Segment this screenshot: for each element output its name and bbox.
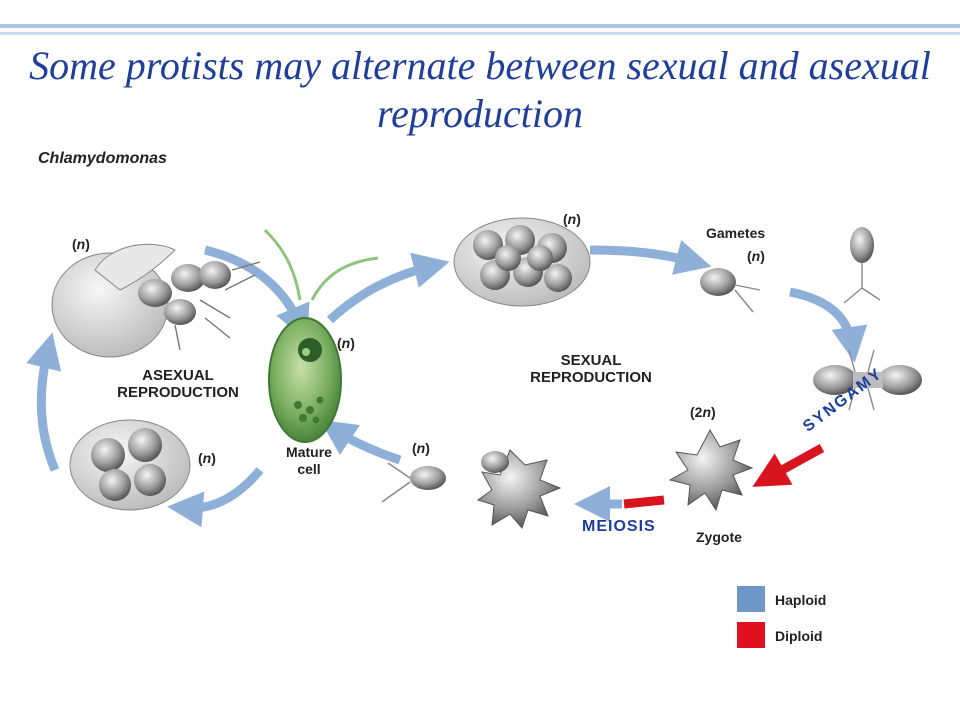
arrow-to-gametes xyxy=(589,239,712,275)
gametes-label: Gametes xyxy=(706,225,766,241)
arrow-release-to-mature-2 xyxy=(320,420,402,465)
asexual-label-line1: ASEXUAL xyxy=(142,367,214,384)
mature-cell-label: Mature cell xyxy=(273,444,345,478)
asexual-label: ASEXUAL REPRODUCTION xyxy=(98,367,258,401)
arrow-meiosis-red xyxy=(623,495,665,509)
legend-haploid-swatch xyxy=(737,586,765,612)
header-rule-thin xyxy=(0,32,960,35)
sexual-label-line2: REPRODUCTION xyxy=(530,369,652,386)
meiosis-label: MEIOSIS xyxy=(582,518,656,535)
ploidy-label-gametes: (n) xyxy=(747,248,765,264)
ploidy-label-zygote: (2n) xyxy=(690,404,716,420)
arrow-release-to-mature xyxy=(203,245,310,342)
legend-diploid-swatch xyxy=(737,622,765,648)
opened-capsule xyxy=(51,243,261,358)
asexual-cycle-arrows xyxy=(26,245,310,528)
slide-title: Some protists may alternate between sexu… xyxy=(29,43,931,136)
released-cells xyxy=(381,449,562,529)
mature-label-line2: cell xyxy=(297,461,321,477)
ploidy-label-bottom-left: (n) xyxy=(198,450,216,466)
fusing-gametes xyxy=(813,349,922,411)
organism-label: Chlamydomonas xyxy=(38,150,167,167)
zygote-label: Zygote xyxy=(696,529,742,545)
sexual-label: SEXUAL REPRODUCTION xyxy=(508,352,674,386)
arrow-gametes-to-fusion xyxy=(789,287,868,363)
ploidy-label-top-left: (n) xyxy=(72,236,90,252)
ploidy-label-released: (n) xyxy=(412,440,430,456)
gamete-cells xyxy=(700,227,881,313)
header-rule xyxy=(0,24,960,28)
legend-diploid-label: Diploid xyxy=(775,628,823,644)
zygote xyxy=(668,428,754,512)
arrow-mature-to-sexual xyxy=(326,252,450,324)
mature-label-line1: Mature xyxy=(286,444,332,460)
mature-cell xyxy=(263,228,379,443)
sexual-label-line1: SEXUAL xyxy=(560,352,622,369)
legend-haploid-label: Haploid xyxy=(775,592,827,608)
sexual-cycle-arrows xyxy=(320,239,868,522)
ploidy-label-capsule: (n) xyxy=(563,211,581,227)
diploid-arrows xyxy=(623,444,825,509)
arrow-syngamy-red xyxy=(752,444,825,487)
ploidy-label-mature: (n) xyxy=(337,335,355,351)
dividing-capsule xyxy=(69,419,191,511)
asexual-label-line2: REPRODUCTION xyxy=(117,384,239,401)
arrow-division-up xyxy=(26,332,62,472)
arrow-mature-to-division xyxy=(167,467,264,528)
gamete-capsule xyxy=(453,217,591,307)
